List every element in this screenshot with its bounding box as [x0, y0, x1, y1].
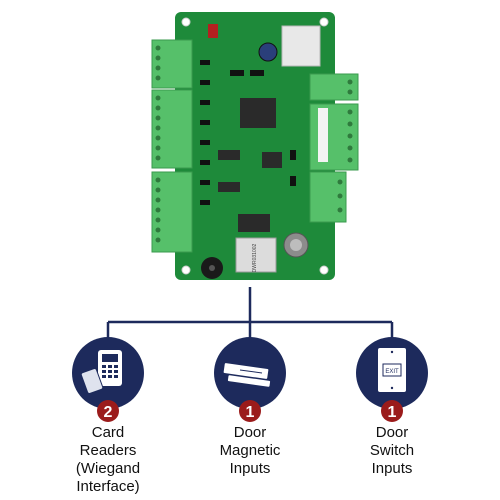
terminal-block: [309, 73, 359, 101]
chip: [262, 152, 282, 168]
pcb-body: [175, 12, 335, 280]
chip: [218, 182, 240, 192]
magnetic-lock-icon: [223, 363, 271, 387]
item-card-readers: 2: [72, 337, 144, 422]
exit-switch-icon: EXIT: [378, 348, 406, 392]
main-chip: [240, 98, 276, 128]
access-control-board: DWR031002: [151, 12, 359, 280]
count-badge: [381, 400, 403, 422]
terminal-screws: [155, 45, 161, 243]
connector-lines: [106, 287, 394, 338]
battery-center: [290, 239, 302, 251]
ethernet-port: [235, 237, 277, 273]
caption-line: Card: [91, 424, 125, 441]
left-terminal-blocks: [151, 39, 193, 253]
caption-line: Interface): [76, 478, 140, 495]
small-components: [200, 60, 296, 205]
count-badge-text: 1: [388, 404, 397, 421]
caption-door-switch: Door Switch Inputs: [332, 424, 452, 478]
mounting-hole: [181, 17, 191, 27]
caption-line: Door: [233, 424, 267, 441]
caption-line: Door: [375, 424, 409, 441]
caption-card-readers: Card Readers (Wiegand Interface): [48, 424, 168, 496]
item-door-switch: EXIT 1: [356, 337, 428, 422]
count-badge-text: 2: [104, 404, 113, 421]
caption-line: Switch: [369, 442, 415, 459]
label-sticker: [318, 108, 328, 162]
port-sticker: DWR031002: [252, 243, 258, 272]
capacitor: [258, 42, 278, 62]
relay: [281, 25, 321, 67]
caption-line: Magnetic: [219, 442, 281, 459]
count-badge: [239, 400, 261, 422]
fuse: [208, 24, 218, 38]
caption-line: Inputs: [229, 460, 271, 477]
mounting-hole: [319, 265, 329, 275]
chip: [238, 214, 270, 232]
count-badge: [97, 400, 119, 422]
count-badge-text: 1: [246, 404, 255, 421]
exit-label: EXIT: [385, 369, 399, 375]
caption-line: Readers: [79, 442, 137, 459]
mounting-hole: [319, 17, 329, 27]
terminal-screws: [337, 79, 353, 213]
terminal-block: [151, 89, 193, 169]
chip: [218, 150, 240, 160]
right-terminal-blocks: [309, 73, 359, 223]
mounting-hole: [181, 265, 191, 275]
item-door-magnetic: 1: [214, 337, 286, 422]
caption-line: (Wiegand: [75, 460, 141, 477]
caption-line: Inputs: [371, 460, 413, 477]
card-reader-icon: [80, 350, 122, 395]
caption-door-magnetic: Door Magnetic Inputs: [190, 424, 310, 478]
